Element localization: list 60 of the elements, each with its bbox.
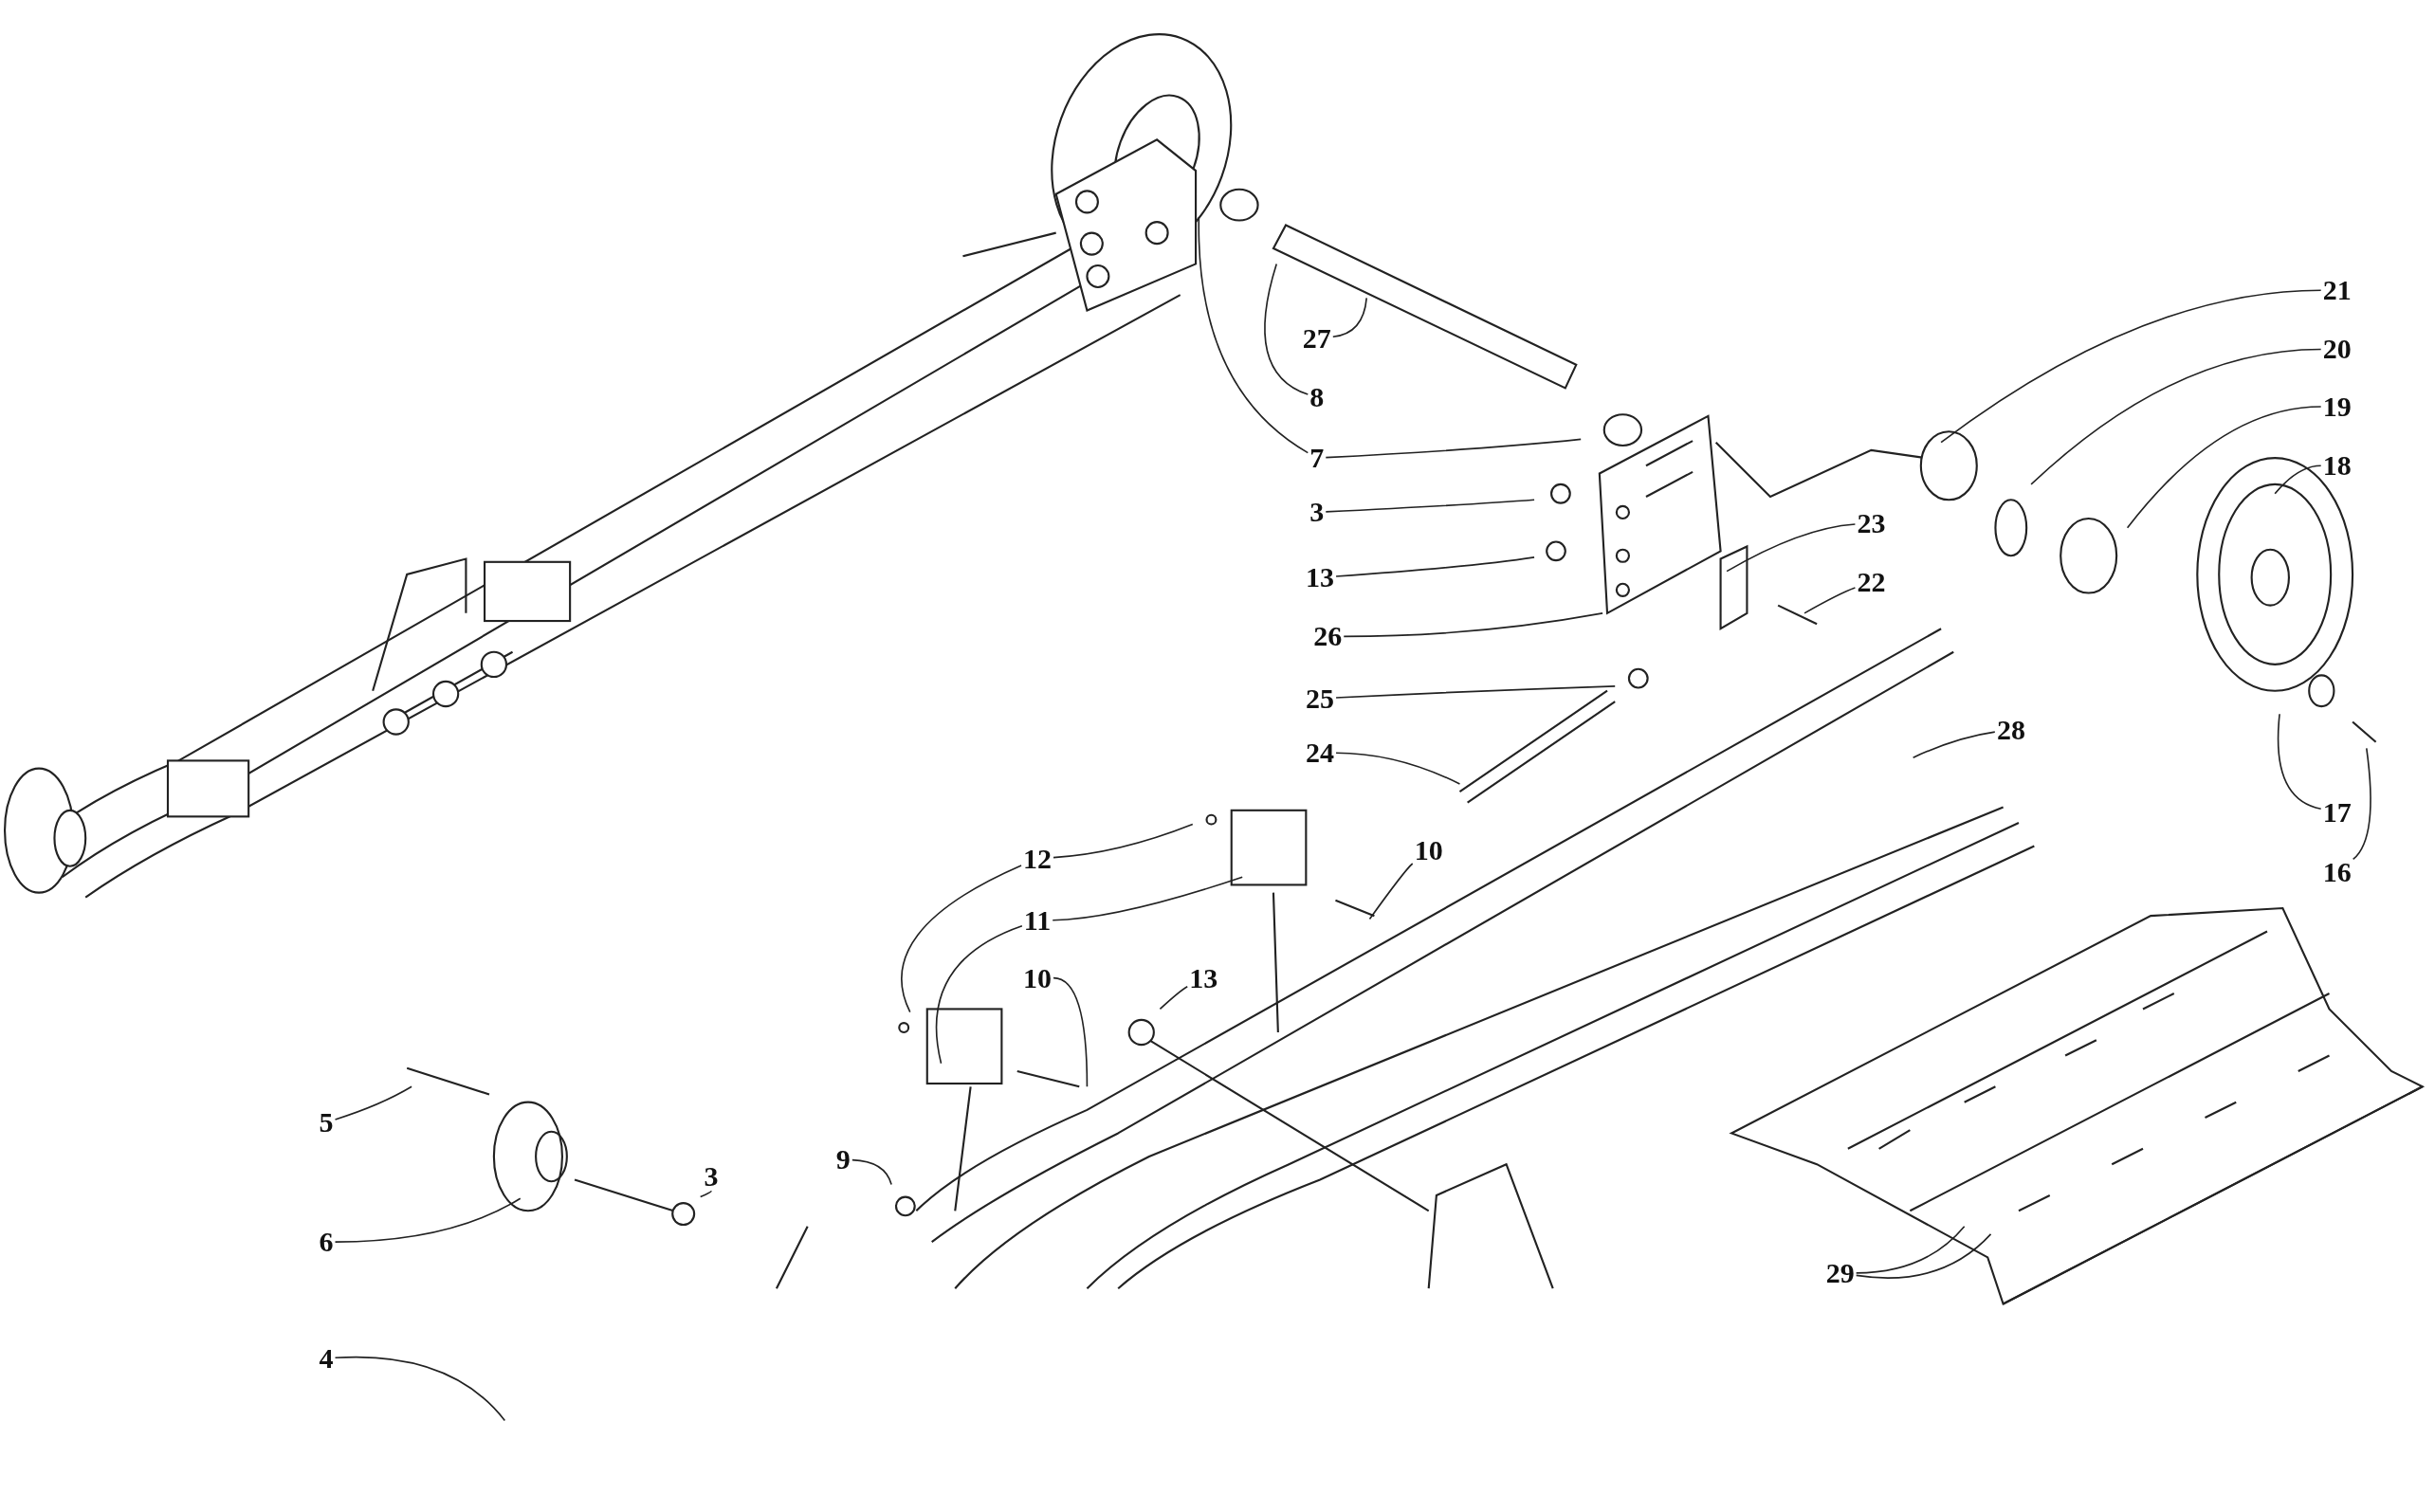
leader-line — [1335, 752, 1461, 785]
callout-number: 7 — [1308, 444, 1327, 473]
callout-number: 10 — [1021, 963, 1053, 993]
callout-number: 18 — [2320, 451, 2353, 481]
callout-number: 20 — [2320, 335, 2353, 364]
callout-number: 6 — [317, 1228, 336, 1257]
leader-line — [2030, 348, 2322, 485]
leader-line — [1332, 297, 1368, 338]
leader-line — [901, 865, 1022, 1013]
callout-number: 17 — [2320, 797, 2353, 827]
leader-line — [334, 1085, 412, 1120]
callout-number: 13 — [1304, 563, 1337, 592]
callout-number: 29 — [1823, 1258, 1857, 1287]
leader-line — [1052, 876, 1243, 921]
callout-number: 3 — [1308, 498, 1327, 527]
callout-number: 16 — [2320, 858, 2353, 887]
leader-line — [1053, 823, 1194, 859]
leader-line — [334, 1197, 522, 1243]
callout-number: 24 — [1304, 738, 1337, 768]
leader-line — [2274, 465, 2322, 495]
leader-line — [1940, 289, 2322, 444]
leader-line — [935, 924, 1023, 1065]
callout-number: 21 — [2320, 276, 2353, 305]
leader-line — [2277, 713, 2322, 811]
callout-number: 3 — [702, 1162, 721, 1192]
leader-line — [851, 1158, 892, 1186]
leader-line — [1335, 685, 1617, 699]
callout-number: 23 — [1855, 508, 1888, 537]
leader-line — [1343, 612, 1603, 638]
callout-number: 28 — [1994, 715, 2027, 744]
callout-number: 9 — [833, 1145, 852, 1175]
leader-line — [334, 1356, 506, 1422]
leader-line — [1159, 985, 1189, 1011]
callout-number: 12 — [1021, 844, 1053, 873]
leader-line — [699, 1190, 712, 1198]
leader-line — [2126, 406, 2322, 529]
leader-line — [1325, 499, 1535, 513]
callout-number: 10 — [1412, 836, 1445, 865]
callout-number: 13 — [1187, 963, 1220, 993]
callout-number: 5 — [317, 1108, 336, 1138]
leader-line — [1335, 556, 1535, 577]
leader-line — [1053, 976, 1089, 1088]
callout-number: 26 — [1311, 622, 1345, 651]
leader-line — [1726, 523, 1857, 573]
leader-line — [1368, 863, 1414, 920]
leader-line — [1198, 216, 1309, 454]
leader-line — [1855, 1233, 1992, 1279]
leader-line — [1264, 263, 1309, 395]
leader-line — [1325, 438, 1582, 459]
callout-number: 22 — [1855, 568, 1888, 597]
callout-number: 25 — [1304, 684, 1337, 713]
leader-line — [1855, 1225, 1966, 1274]
callout-number: 19 — [2320, 392, 2353, 422]
leader-line — [2352, 747, 2371, 861]
callout-number: 11 — [1021, 906, 1053, 936]
callout-number: 27 — [1300, 324, 1333, 353]
callout-number: 4 — [317, 1344, 336, 1374]
leader-line — [1803, 587, 1857, 614]
leader-line — [1912, 731, 1996, 758]
callout-number: 8 — [1308, 383, 1327, 412]
